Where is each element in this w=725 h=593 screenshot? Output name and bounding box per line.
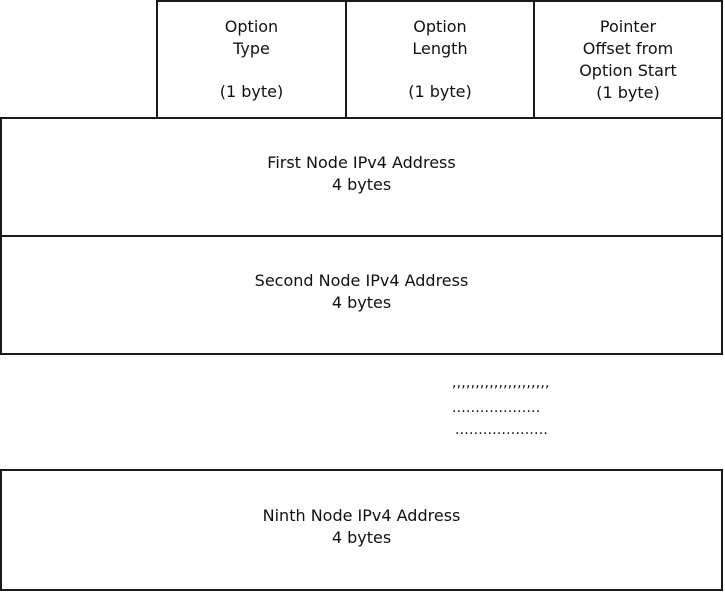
first-node-address-title: First Node IPv4 Address — [267, 153, 456, 172]
second-node-address-title: Second Node IPv4 Address — [254, 271, 469, 290]
ninth-node-address-row: Ninth Node IPv4 Address 4 bytes — [0, 469, 723, 591]
option-length-cell: Option Length (1 byte) — [345, 0, 535, 119]
option-length-size: (1 byte) — [408, 82, 472, 101]
first-node-address-size: 4 bytes — [331, 175, 392, 194]
ninth-node-address-size: 4 bytes — [331, 528, 392, 547]
ninth-node-address-title: Ninth Node IPv4 Address — [262, 506, 461, 525]
second-node-address-size: 4 bytes — [331, 293, 392, 312]
ellipsis-line-3: .................... — [455, 422, 549, 438]
first-node-address-row: First Node IPv4 Address 4 bytes — [0, 117, 723, 237]
option-length-label-line1: Option — [413, 17, 467, 36]
ellipsis-line-2: ................... — [452, 400, 541, 416]
option-type-cell: Option Type (1 byte) — [156, 0, 347, 119]
pointer-offset-label-line2: Offset from — [582, 39, 674, 58]
second-node-address-row: Second Node IPv4 Address 4 bytes — [0, 235, 723, 355]
option-type-label-line1: Option — [224, 17, 279, 36]
ellipsis-line-1: ,,,,,,,,,,,,,,,,,,,,, — [452, 375, 550, 391]
pointer-offset-size: (1 byte) — [596, 83, 660, 102]
pointer-offset-label-line1: Pointer — [599, 17, 657, 36]
option-type-size: (1 byte) — [219, 82, 284, 101]
option-length-label-line2: Length — [412, 39, 468, 58]
option-type-label-line2: Type — [233, 39, 270, 58]
pointer-offset-cell: Pointer Offset from Option Start (1 byte… — [533, 0, 723, 119]
pointer-offset-label-line3: Option Start — [579, 61, 677, 80]
